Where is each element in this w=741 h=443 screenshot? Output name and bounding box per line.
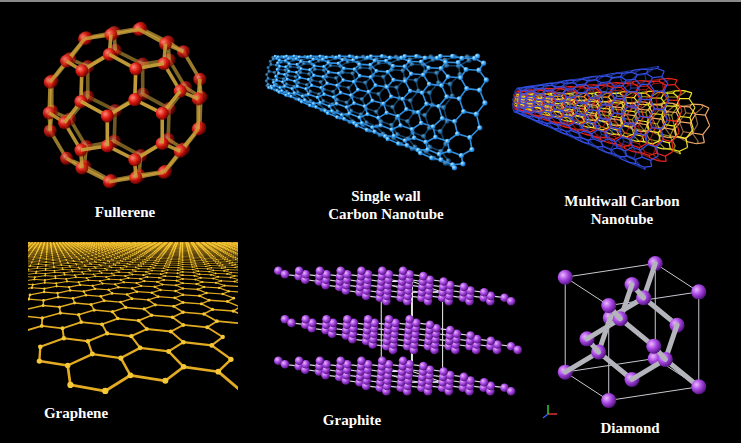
stage: FullereneSingle wall Carbon NanotubeMult… — [0, 0, 741, 443]
